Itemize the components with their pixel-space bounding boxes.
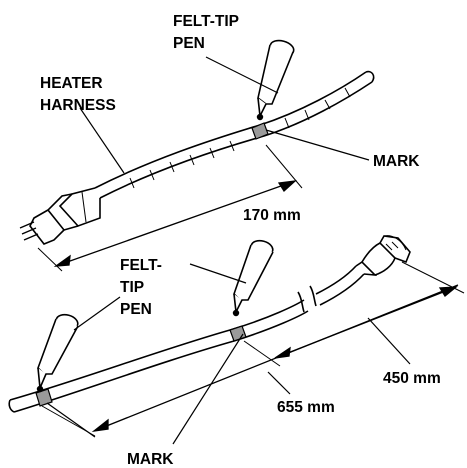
label-felt-tip-pen-bottom-1: FELT- xyxy=(120,257,162,274)
label-felt-tip-pen-bottom-3: PEN xyxy=(120,301,152,318)
bottom-harness xyxy=(8,235,411,413)
bottom-left-mark-band xyxy=(35,388,53,407)
bottom-middle-felt-tip-pen-icon xyxy=(232,239,274,317)
dimension-655mm-leader xyxy=(267,371,291,395)
dimension-450mm-leader xyxy=(367,317,411,365)
dimension-655mm-line xyxy=(91,284,459,432)
dimension-170mm-label: 170 mm xyxy=(243,207,301,224)
label-felt-tip-pen-top-2: PEN xyxy=(173,35,205,52)
bottom-left-felt-tip-pen-icon xyxy=(36,313,79,393)
top-felt-tip-pen-icon xyxy=(256,39,295,121)
dimension-450mm-label: 450 mm xyxy=(383,370,441,387)
dimension-655mm-label: 655 mm xyxy=(277,399,335,416)
label-felt-tip-pen-top-1: FELT-TIP xyxy=(173,13,239,30)
top-leaders xyxy=(79,56,370,174)
label-mark-top: MARK xyxy=(373,153,420,170)
label-mark-bottom: MARK xyxy=(127,451,174,468)
bottom-leaders xyxy=(46,263,247,445)
label-heater-harness-2: HARNESS xyxy=(40,97,116,114)
label-felt-tip-pen-bottom-2: TIP xyxy=(120,279,144,296)
dimension-170mm-line xyxy=(37,144,303,272)
bottom-middle-mark-band xyxy=(229,325,247,342)
top-mark-band xyxy=(251,122,269,140)
label-heater-harness-1: HEATER xyxy=(40,75,103,92)
